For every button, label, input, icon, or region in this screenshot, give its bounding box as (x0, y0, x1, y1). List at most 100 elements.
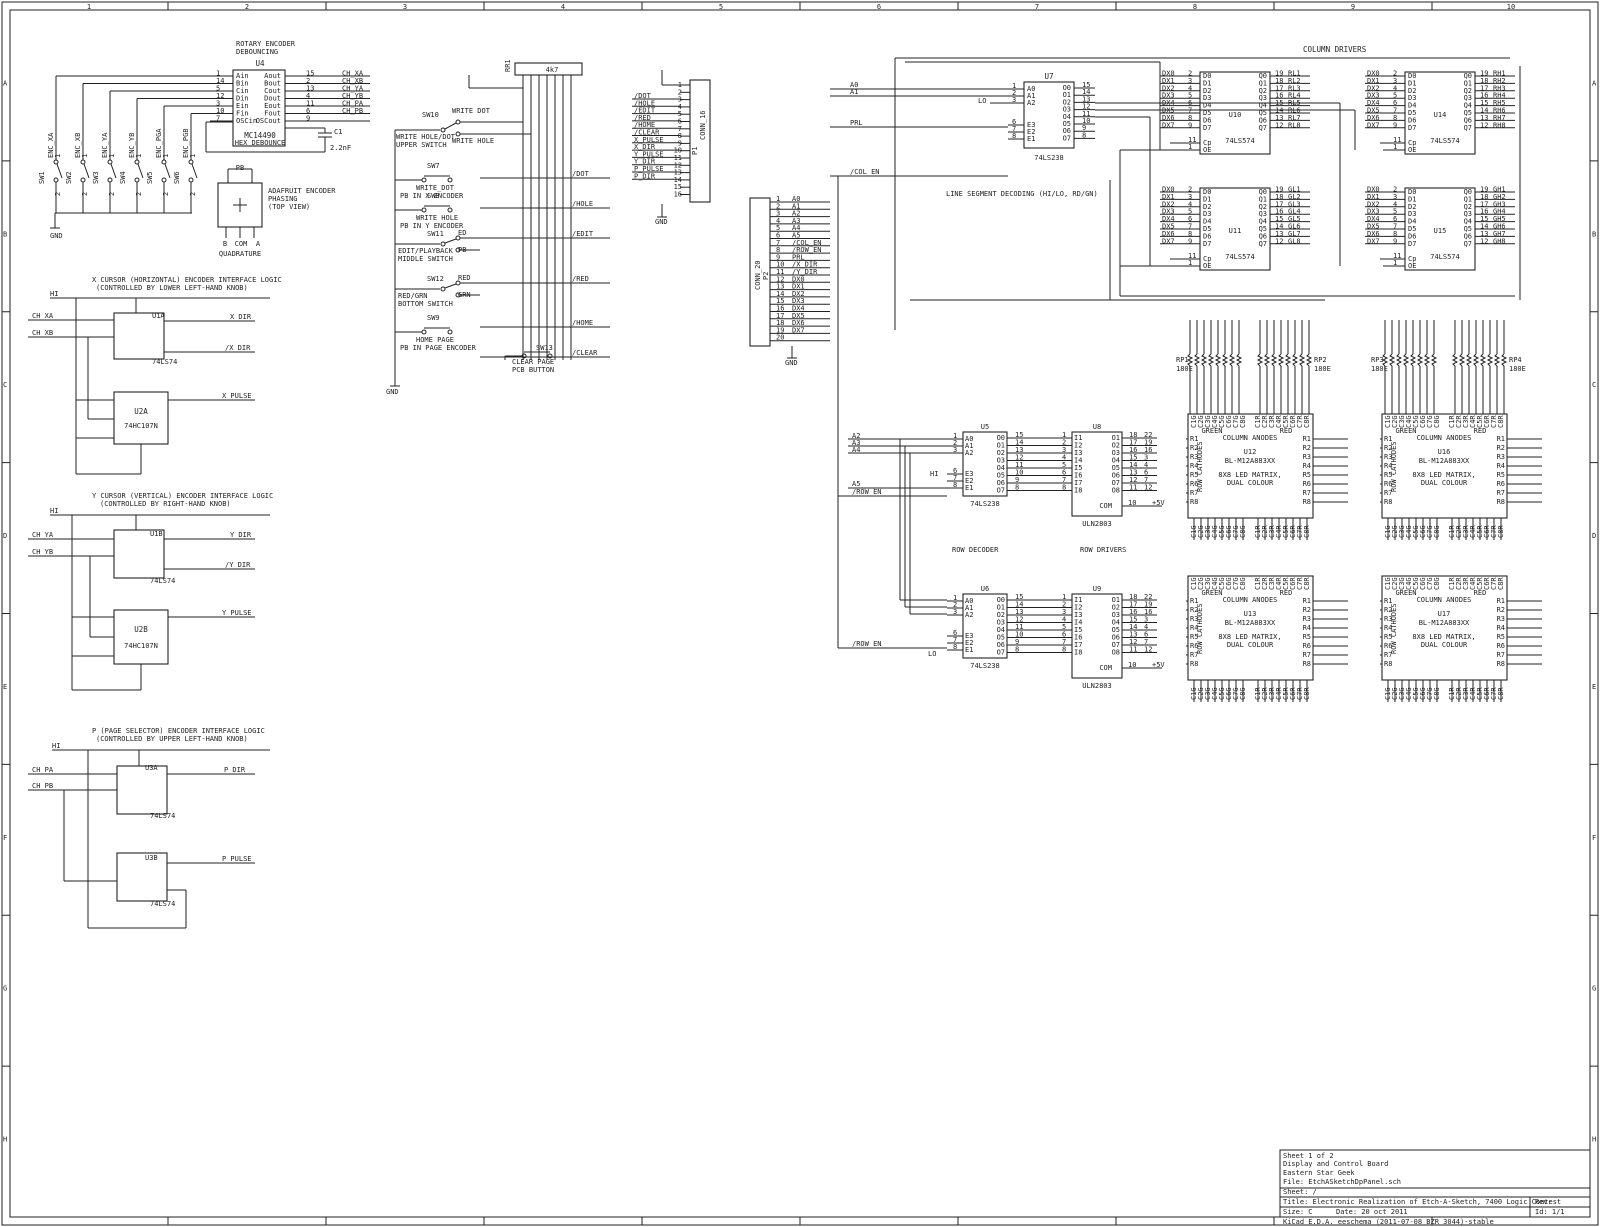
conn20-pin-num: 11 (776, 268, 784, 276)
driver-dest-num: 16 (1144, 608, 1152, 616)
u7-pin-num: 9 (1082, 124, 1086, 132)
section-title: ROTARY ENCODER (236, 40, 296, 48)
conn16-signal: /EDIT (634, 107, 656, 115)
conn20-pin-num: 14 (776, 290, 784, 298)
decoder-out-pin: O2 (997, 611, 1005, 619)
latch-pin-num: 18 (1275, 193, 1283, 201)
frame-row-label: G (3, 985, 7, 993)
driver-pin-num: 15 (1129, 454, 1137, 462)
u4-chip (232, 69, 286, 147)
matrix-col-green: C3G (1398, 687, 1406, 700)
u7-lo: LO (978, 97, 986, 105)
latch-output: RH8 (1493, 121, 1506, 129)
latch-pin-num: 7 (1188, 223, 1192, 231)
decoder-in-pin: A2 (965, 449, 973, 457)
latch-d-net: DX6 (1367, 114, 1380, 122)
enc-switch-pin: 2 (54, 192, 62, 196)
u4-pin-name: Bout (264, 80, 281, 88)
driver-pin-num: 10 (1128, 661, 1136, 669)
u7-out-pin: O3 (1063, 106, 1071, 114)
latch-d-pin: D1 (1408, 195, 1416, 203)
driver-pin-num: 16 (1129, 446, 1137, 454)
decoder-out-pin: O0 (997, 434, 1005, 442)
gnd-label: GND (655, 218, 668, 226)
latch-d-net: DX6 (1162, 230, 1175, 238)
latch-d-pin: D7 (1203, 124, 1211, 132)
u4-pin-num: 11 (306, 100, 314, 108)
latch-d-pin: D4 (1203, 102, 1211, 110)
u7-out-pin: O7 (1063, 134, 1071, 142)
u4-pin-num: 13 (306, 85, 314, 93)
driver-pin-num: 11 (1129, 646, 1137, 654)
conn16-pin-num: 9 (678, 139, 682, 147)
switch-label: WRITE HOLE (416, 214, 458, 222)
latch-pin-num: 14 (1275, 223, 1283, 231)
title-block: Sheet 1 of 2 Display and Control Board E… (1279, 1149, 1591, 1226)
decoder-pin-num: 3 (953, 608, 957, 616)
latch-pin-num: 2 (1188, 70, 1192, 78)
matrix-col-red: C4R (1275, 687, 1283, 700)
rpack-value: 180E (1314, 365, 1331, 373)
enc-switch-ref: SW6 (173, 171, 181, 184)
driver-in-pin: I4 (1074, 619, 1082, 627)
conn16-pin-num: 13 (674, 169, 682, 177)
conn20-pin-num: 10 (776, 261, 784, 269)
matrix-desc: DUAL COLOUR (1421, 641, 1468, 649)
switch-label: HOME PAGE (416, 336, 454, 344)
u2a-jk (113, 391, 169, 445)
frame-row-label: C (1592, 381, 1596, 389)
matrix-row-pin: R8 (1303, 660, 1311, 668)
column-drivers-section: COLUMN DRIVERS LINE SEGMENT DECODING (HI… (894, 45, 1521, 330)
latch-d-pin: D3 (1203, 210, 1211, 218)
driver-pin-num: 4 (1062, 454, 1066, 462)
matrix-col-red: C1R (1448, 525, 1456, 538)
matrix-row-pin: R4 (1190, 624, 1198, 632)
matrix-col-green: C4G (1211, 687, 1219, 700)
matrix-row-pin: R8 (1303, 498, 1311, 506)
u1b-ref: U1B (150, 530, 163, 538)
latch-output: GL5 (1288, 215, 1301, 223)
driver-dest-num: 12 (1144, 646, 1152, 654)
latch-d-pin: D5 (1203, 109, 1211, 117)
driver-pin-num: 12 (1129, 476, 1137, 484)
matrix-anodes: COLUMN ANODES (1223, 596, 1278, 604)
row-drivers-title: ROW DRIVERS (1080, 546, 1126, 554)
latch-output: GH6 (1493, 223, 1506, 231)
latch-d-pin: D2 (1408, 203, 1416, 211)
led-matrix-body (1381, 413, 1508, 519)
matrix-row-pin: R1 (1190, 435, 1198, 443)
decoder-pin-num: 14 (1015, 601, 1023, 609)
latch-output: RH4 (1493, 92, 1506, 100)
latch-oe: OE (1408, 146, 1416, 154)
matrix-col-red: C5R (1282, 415, 1290, 428)
matrix-part: BL-M12A883XX (1419, 619, 1470, 627)
switch-ref: SW8 (427, 192, 440, 200)
u4-pin-name: Fout (264, 110, 281, 118)
matrix-col-red: C3R (1462, 415, 1470, 428)
rpack-ref: RP1 (1176, 356, 1189, 364)
decoder-pin-num: 8 (953, 481, 957, 489)
u2a-part: 74HC107N (124, 422, 158, 430)
u4-pin-name: Ain (236, 72, 249, 80)
tb-date: Date: 20 oct 2011 (1336, 1208, 1408, 1216)
matrix-col-red: C3R (1268, 577, 1276, 590)
matrix-col-green: C3G (1398, 415, 1406, 428)
decoder-out-pin: O5 (997, 472, 1005, 480)
conn20-pin-num: 2 (776, 202, 780, 210)
row-decoder-ref: U6 (981, 585, 989, 593)
row-driver-ref: U9 (1093, 585, 1101, 593)
decoder-in-pin: E1 (965, 646, 973, 654)
u4-pin-name: OSCout (256, 117, 281, 125)
switch-label: WRITE DOT (452, 107, 491, 115)
matrix-col-green: C4G (1405, 577, 1413, 590)
latch-d-pin: D3 (1203, 94, 1211, 102)
latch-d-pin: D1 (1203, 195, 1211, 203)
latch-pin-num: 9 (1393, 121, 1397, 129)
enc-switch-pin: 2 (108, 192, 116, 196)
latch-pin-num: 7 (1393, 223, 1397, 231)
latch-pin-num: 13 (1275, 230, 1283, 238)
resistor-zigzag (1186, 353, 1194, 367)
driver-dest-num: 22 (1144, 431, 1152, 439)
u1a-ref: U1A (152, 312, 165, 320)
